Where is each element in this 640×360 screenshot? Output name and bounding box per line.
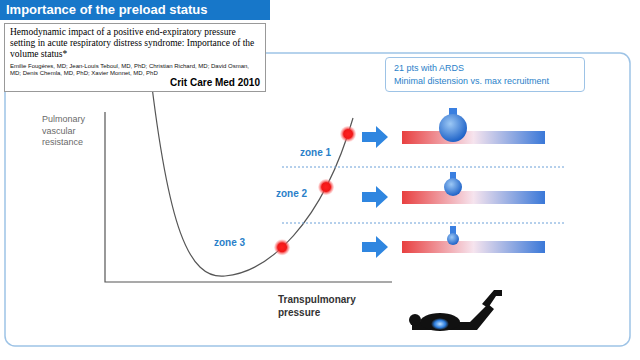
y-axis-label: Pulmonary vascular resistance bbox=[42, 114, 106, 149]
patient-icon bbox=[409, 290, 502, 331]
x-axis-label: Transpulmonary pressure bbox=[278, 293, 370, 319]
alveoli bbox=[439, 108, 467, 245]
paper-title: Hemodynamic impact of a positive end-exp… bbox=[10, 27, 260, 60]
slide-title: Importance of the preload status bbox=[0, 0, 270, 17]
paper-authors: Emilie Fougères, MD; Jean-Louis Teboul, … bbox=[10, 63, 260, 77]
zone-dot bbox=[318, 179, 334, 195]
resistance-curve bbox=[150, 70, 353, 276]
zone-label: zone 2 bbox=[276, 187, 307, 200]
study-box: 21 pts with ARDSMinimal distension vs. m… bbox=[385, 57, 585, 92]
zone-label: zone 1 bbox=[300, 146, 331, 159]
block-arrows bbox=[362, 126, 388, 258]
panel-frame bbox=[5, 53, 630, 346]
study-size: 21 pts with ARDS bbox=[394, 62, 576, 75]
zone-dot bbox=[274, 239, 290, 255]
zone-label: zone 3 bbox=[214, 236, 245, 249]
journal-ref: Crit Care Med 2010 bbox=[10, 77, 260, 88]
zone-dividers bbox=[282, 167, 566, 223]
title-bar: Importance of the preload status bbox=[0, 0, 270, 20]
vessels bbox=[402, 131, 545, 253]
axes bbox=[105, 112, 392, 282]
zone-dots bbox=[274, 126, 356, 255]
reference-box: Hemodynamic impact of a positive end-exp… bbox=[4, 23, 266, 92]
zone-dot bbox=[340, 126, 356, 142]
study-comparison: Minimal distension vs. max recruitment bbox=[394, 75, 576, 88]
